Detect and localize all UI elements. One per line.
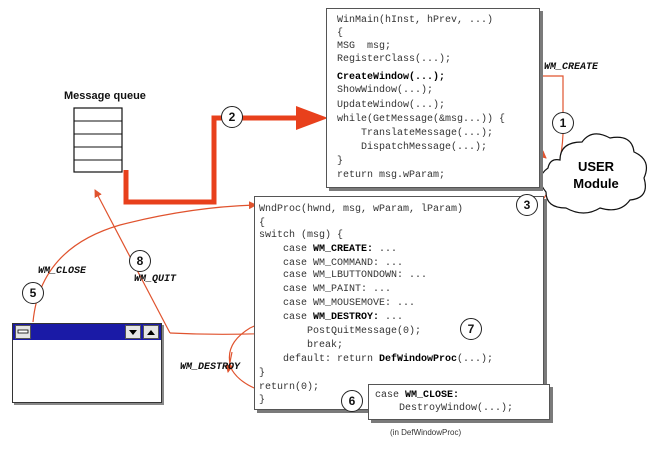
wndproc-code-box: WndProc(hwnd, msg, wParam, lParam) { swi… (254, 196, 544, 410)
code-line: { (259, 218, 266, 229)
label-wm-quit: WM_QUIT (134, 274, 177, 285)
code-line-default: default: return DefWindowProc(...); (259, 354, 494, 365)
code-line: return msg.wParam; (337, 170, 446, 181)
code-line: MSG msg; (337, 41, 392, 52)
code-line: switch (msg) { (259, 230, 344, 241)
chevron-down-icon (129, 330, 137, 335)
user-module-line2: Module (573, 176, 619, 191)
label-wm-destroy: WM_DESTROY (180, 362, 241, 373)
code-line: } (259, 395, 266, 406)
defwindowproc-box: case WM_CLOSE: DestroyWindow(...); (368, 384, 550, 420)
message-queue-stack (73, 107, 123, 173)
bold-token: DefWindowProc (379, 354, 458, 365)
code-line-createwindow: CreateWindow(...); (337, 72, 446, 83)
code-line-destroywindow: DestroyWindow(...); (375, 403, 514, 414)
app-window (12, 323, 162, 403)
app-window-titlebar (13, 324, 161, 340)
thick-arrow-queue-to-getmessage (123, 115, 300, 205)
code-line: WinMain(hInst, hPrev, ...) (337, 15, 494, 26)
code-line: ShowWindow(...); (337, 85, 434, 96)
code-line-case-wm-close: case WM_CLOSE: (375, 390, 460, 401)
step-circle-6: 6 (341, 390, 363, 412)
winmain-code-box: WinMain(hInst, hPrev, ...) { MSG msg; Re… (326, 8, 540, 188)
label-wm-close: WM_CLOSE (38, 266, 87, 277)
code-line: case WM_LBUTTONDOWN: ... (259, 270, 428, 281)
chevron-up-icon (147, 330, 155, 335)
defwindowproc-note: (in DefWindowProc) (390, 428, 462, 437)
user-module-label: USER Module (556, 158, 636, 192)
code-line-wm-create: case WM_CREATE: ... (259, 243, 397, 256)
system-menu-button[interactable] (15, 325, 31, 339)
code-line: RegisterClass(...); (337, 54, 452, 65)
code-line: break; (259, 340, 344, 351)
code-line: return(0); (259, 382, 320, 393)
bold-token: WM_CREATE: (313, 244, 374, 255)
code-line-wm-destroy: case WM_DESTROY: ... (259, 312, 404, 323)
arrow-wm-destroy-tail (225, 351, 234, 373)
minimize-button[interactable] (125, 325, 141, 339)
code-line: { (337, 28, 344, 39)
user-module-line1: USER (577, 159, 615, 174)
code-line-postquitmessage: PostQuitMessage(0); (259, 326, 422, 337)
code-line-wndproc-header: WndProc(hwnd, msg, wParam, lParam) (259, 204, 464, 215)
code-line-getmessage: while(GetMessage(&msg...)) { (337, 114, 506, 125)
bold-token: WM_DESTROY: (313, 312, 380, 323)
step-circle-3: 3 (516, 194, 538, 216)
code-line-dispatchmessage: DispatchMessage(...); (337, 142, 488, 153)
code-line: } (259, 368, 266, 379)
system-menu-icon (17, 329, 29, 334)
message-queue-title: Message queue (64, 90, 146, 102)
code-line: case WM_MOUSEMOVE: ... (259, 298, 416, 309)
label-wm-create: WM_CREATE (544, 62, 599, 73)
step-circle-8: 8 (129, 250, 151, 272)
thick-arrowhead (296, 106, 328, 130)
step-circle-2: 2 (221, 106, 243, 128)
code-line: case WM_COMMAND: ... (259, 258, 404, 269)
arrow-wm-close (32, 201, 257, 323)
code-line: } (337, 156, 344, 167)
bold-token: WM_CLOSE: (405, 390, 460, 401)
code-line: TranslateMessage(...); (337, 128, 494, 139)
step-circle-5: 5 (22, 282, 44, 304)
code-line: case WM_PAINT: ... (259, 284, 392, 295)
code-line: UpdateWindow(...); (337, 100, 446, 111)
step-circle-7: 7 (460, 318, 482, 340)
case-wm-create: case WM_CREATE: ... (259, 244, 398, 255)
maximize-button[interactable] (143, 325, 159, 339)
user-module-cloud (539, 133, 647, 214)
step-circle-1: 1 (552, 112, 574, 134)
